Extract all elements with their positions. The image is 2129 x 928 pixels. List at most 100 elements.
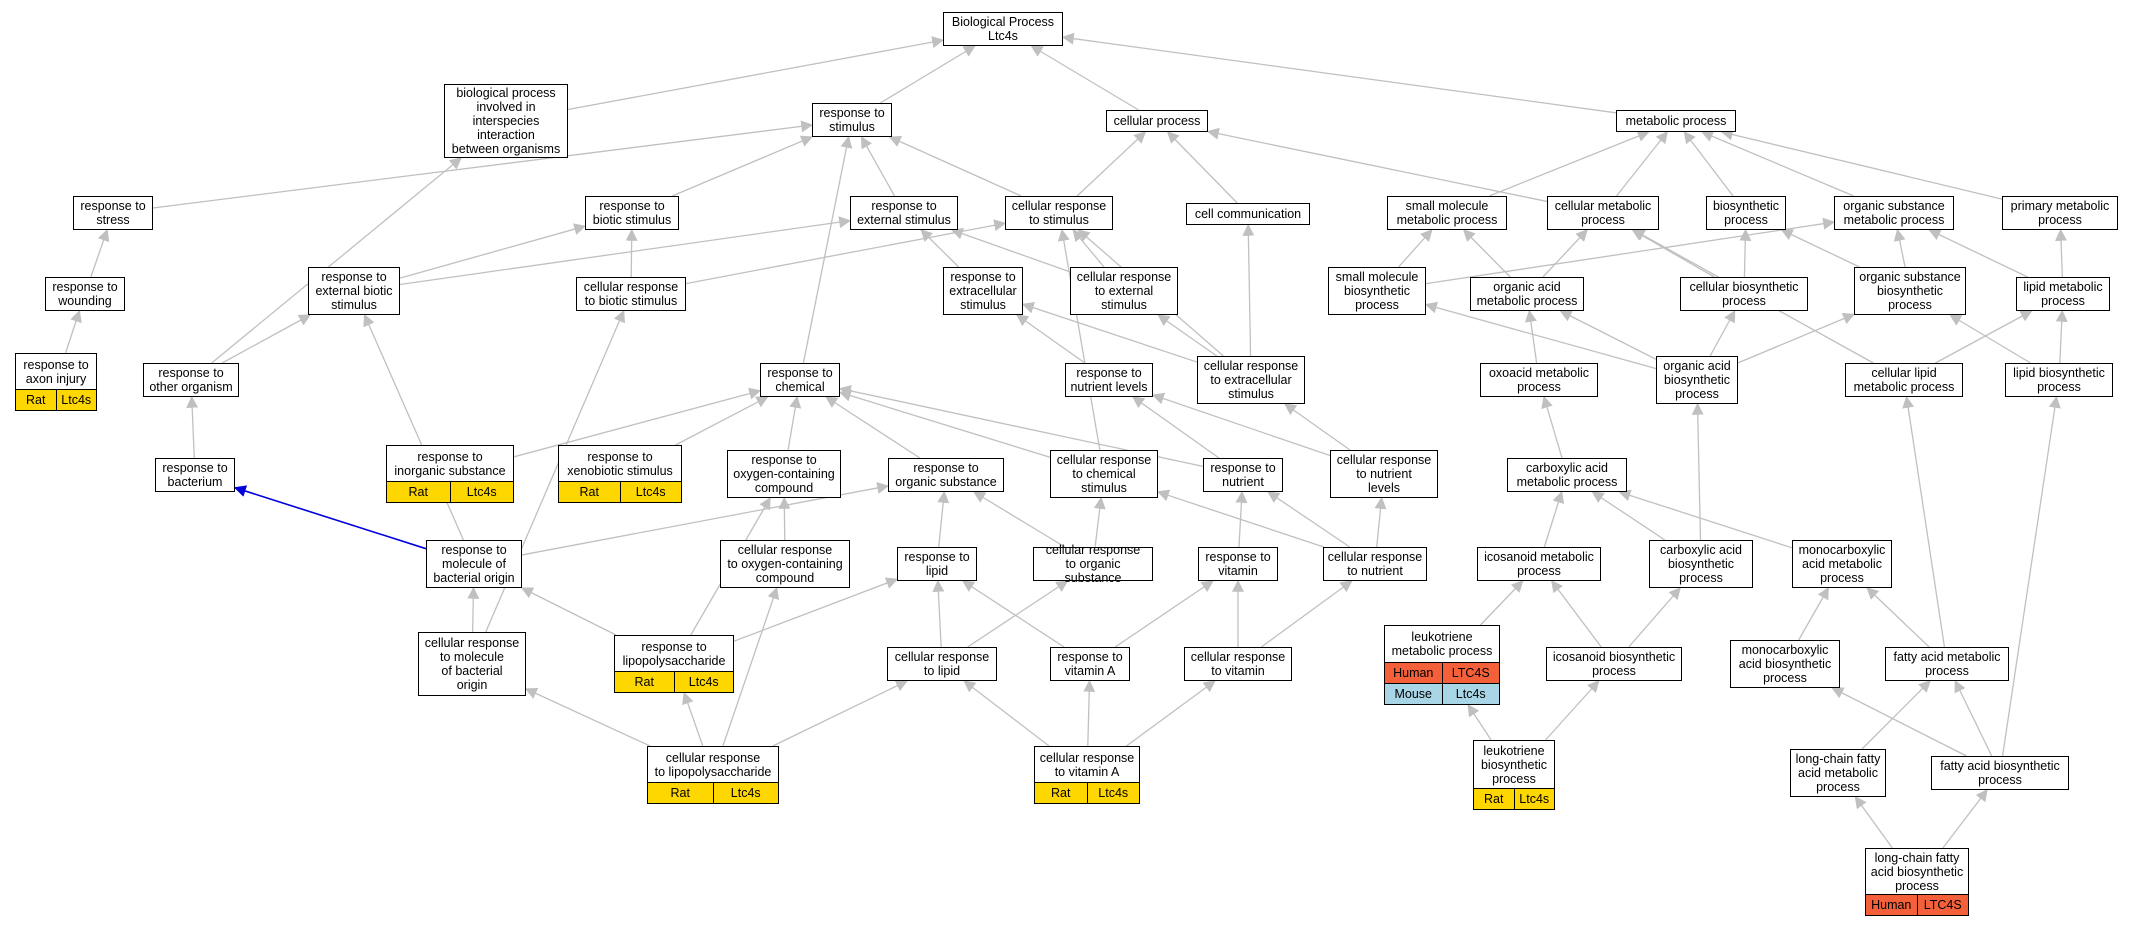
graph-edge — [1542, 229, 1588, 278]
go-term-node-cellular-metabolic-process[interactable]: cellular metabolic process — [1547, 196, 1659, 230]
go-term-node-cellular-response-to-chemical-stimulus[interactable]: cellular response to chemical stimulus — [1050, 450, 1158, 498]
go-term-node-cellular-response-to-vitamin[interactable]: cellular response to vitamin — [1184, 647, 1292, 681]
graph-edge — [1057, 228, 1101, 451]
gene-symbol-cell[interactable]: LTC4S — [1441, 663, 1499, 683]
go-term-node-response-to-vitamin[interactable]: response to vitamin — [1198, 547, 1278, 581]
go-term-node-cellular-response-to-organic-substance[interactable]: cellular response to organic substance — [1033, 543, 1153, 585]
gene-symbol-cell[interactable]: Ltc4s — [619, 482, 681, 502]
species-cell[interactable]: Rat — [1035, 783, 1087, 803]
species-cell[interactable]: Rat — [1474, 789, 1514, 809]
gene-symbol-cell[interactable]: Ltc4s — [1441, 684, 1499, 704]
species-cell[interactable]: Rat — [559, 482, 620, 502]
highlight-edge — [233, 485, 427, 550]
go-term-node-response-to-stress[interactable]: response to stress — [73, 196, 153, 230]
go-term-node-cellular-response-to-nutrient-levels[interactable]: cellular response to nutrient levels — [1330, 450, 1438, 498]
go-term-node-long-chain-fatty-acid-biosynthetic-process[interactable]: long-chain fatty acid biosynthetic proce… — [1865, 848, 1969, 916]
go-term-node-cellular-response-to-extracellular-stimulus[interactable]: cellular response to extracellular stimu… — [1197, 356, 1305, 404]
go-term-node-cellular-biosynthetic-process[interactable]: cellular biosynthetic process — [1680, 277, 1808, 311]
gene-symbol-cell[interactable]: Ltc4s — [55, 390, 96, 410]
go-term-node-organic-acid-biosynthetic-process[interactable]: organic acid biosynthetic process — [1656, 356, 1738, 404]
go-term-node-bp-interspecies[interactable]: biological process involved in interspec… — [444, 84, 568, 158]
graph-edge — [1114, 580, 1214, 648]
go-term-node-organic-substance-metabolic-process[interactable]: organic substance metabolic process — [1834, 196, 1954, 230]
go-term-node-response-to-molecule-of-bacterial-origin[interactable]: response to molecule of bacterial origin — [426, 540, 522, 588]
go-term-node-response-to-external-biotic-stimulus[interactable]: response to external biotic stimulus — [308, 267, 400, 315]
go-term-node-cellular-response-to-stimulus[interactable]: cellular response to stimulus — [1005, 196, 1113, 230]
species-cell[interactable]: Rat — [648, 783, 713, 803]
go-term-node-response-to-nutrient-levels[interactable]: response to nutrient levels — [1065, 363, 1153, 397]
go-term-node-monocarboxylic-acid-metabolic-process[interactable]: monocarboxylic acid metabolic process — [1792, 540, 1892, 588]
go-term-node-small-molecule-biosynthetic-process[interactable]: small molecule biosynthetic process — [1328, 267, 1426, 315]
go-term-node-cellular-response-to-biotic-stimulus[interactable]: cellular response to biotic stimulus — [576, 277, 686, 311]
gene-symbol-cell[interactable]: Ltc4s — [712, 783, 778, 803]
go-term-node-carboxylic-acid-biosynthetic-process[interactable]: carboxylic acid biosynthetic process — [1649, 540, 1753, 588]
go-term-node-response-to-oxygen-containing-compound[interactable]: response to oxygen-containing compound — [727, 450, 841, 498]
go-term-node-fatty-acid-metabolic-process[interactable]: fatty acid metabolic process — [1885, 647, 2009, 681]
gene-symbol-cell[interactable]: LTC4S — [1916, 895, 1968, 915]
go-term-node-response-to-bacterium[interactable]: response to bacterium — [155, 458, 235, 492]
go-term-node-cellular-process[interactable]: cellular process — [1106, 110, 1208, 132]
go-term-node-organic-acid-metabolic-process[interactable]: organic acid metabolic process — [1470, 277, 1584, 311]
graph-edge — [1709, 309, 1736, 357]
gene-symbol-cell[interactable]: Ltc4s — [673, 672, 733, 692]
go-term-node-cell-communication[interactable]: cell communication — [1186, 203, 1310, 225]
go-term-node-cellular-response-to-external-stimulus[interactable]: cellular response to external stimulus — [1070, 267, 1178, 315]
go-term-node-organic-substance-biosynthetic-process[interactable]: organic substance biosynthetic process — [1854, 267, 1966, 315]
go-term-node-monocarboxylic-acid-biosynthetic-process[interactable]: monocarboxylic acid biosynthetic process — [1730, 640, 1840, 688]
species-cell[interactable]: Rat — [16, 390, 56, 410]
graph-edge — [1935, 310, 2033, 364]
go-term-node-cellular-lipid-metabolic-process[interactable]: cellular lipid metabolic process — [1845, 363, 1963, 397]
go-term-text: response to chemical — [767, 366, 833, 394]
go-term-node-icosanoid-metabolic-process[interactable]: icosanoid metabolic process — [1477, 547, 1601, 581]
graph-edge — [1954, 679, 1993, 757]
go-term-node-response-to-stimulus[interactable]: response to stimulus — [812, 103, 892, 137]
go-term-node-response-to-chemical[interactable]: response to chemical — [760, 363, 840, 397]
gene-symbol-cell[interactable]: Ltc4s — [1086, 783, 1139, 803]
go-term-node-long-chain-fatty-acid-metabolic-process[interactable]: long-chain fatty acid metabolic process — [1790, 749, 1886, 797]
go-term-node-lipid-biosynthetic-process[interactable]: lipid biosynthetic process — [2005, 363, 2113, 397]
go-term-node-cellular-response-to-oxygen-containing-compound[interactable]: cellular response to oxygen-containing c… — [720, 540, 850, 588]
go-term-node-response-to-wounding[interactable]: response to wounding — [45, 277, 125, 311]
go-term-node-cellular-response-to-molecule-of-bacterial-origin[interactable]: cellular response to molecule of bacteri… — [418, 632, 526, 696]
species-cell[interactable]: Rat — [615, 672, 674, 692]
go-term-node-cellular-response-to-lipid[interactable]: cellular response to lipid — [887, 647, 997, 681]
go-term-node-response-to-other-organism[interactable]: response to other organism — [143, 363, 239, 397]
go-term-node-response-to-biotic-stimulus[interactable]: response to biotic stimulus — [585, 196, 679, 230]
go-term-node-primary-metabolic-process[interactable]: primary metabolic process — [2002, 196, 2118, 230]
go-term-node-icosanoid-biosynthetic-process[interactable]: icosanoid biosynthetic process — [1546, 647, 1682, 681]
go-term-node-carboxylic-acid-metabolic-process[interactable]: carboxylic acid metabolic process — [1507, 458, 1627, 492]
go-term-node-small-molecule-metabolic-process[interactable]: small molecule metabolic process — [1387, 196, 1507, 230]
go-term-node-lipid-metabolic-process[interactable]: lipid metabolic process — [2016, 277, 2110, 311]
graph-edge — [1683, 131, 1734, 197]
go-term-node-response-to-extracellular-stimulus[interactable]: response to extracellular stimulus — [943, 267, 1023, 315]
go-term-node-metabolic-process[interactable]: metabolic process — [1616, 110, 1736, 132]
go-term-node-response-to-lipid[interactable]: response to lipid — [897, 547, 977, 581]
gene-symbol-cell[interactable]: Ltc4s — [1513, 789, 1554, 809]
go-term-node-biosynthetic-process[interactable]: biosynthetic process — [1706, 196, 1786, 230]
go-term-node-fatty-acid-biosynthetic-process[interactable]: fatty acid biosynthetic process — [1931, 756, 2069, 790]
go-term-node-response-to-organic-substance[interactable]: response to organic substance — [888, 458, 1004, 492]
go-term-node-biological-process[interactable]: Biological Process Ltc4s — [943, 12, 1063, 46]
go-term-node-response-to-nutrient[interactable]: response to nutrient — [1203, 458, 1283, 492]
go-term-node-cellular-response-to-nutrient[interactable]: cellular response to nutrient — [1323, 547, 1427, 581]
species-cell[interactable]: Human — [1866, 895, 1917, 915]
gene-symbol-cell[interactable]: Ltc4s — [449, 482, 513, 502]
go-term-node-response-to-vitamin-a[interactable]: response to vitamin A — [1050, 647, 1130, 681]
species-cell[interactable]: Rat — [387, 482, 450, 502]
go-term-text: response to molecule of bacterial origin — [433, 543, 515, 585]
go-term-text: cellular biosynthetic process — [1689, 280, 1799, 308]
species-cell[interactable]: Human — [1385, 663, 1442, 683]
go-term-node-oxoacid-metabolic-process[interactable]: oxoacid metabolic process — [1480, 363, 1598, 397]
species-cell[interactable]: Mouse — [1385, 684, 1442, 704]
go-term-node-response-to-external-stimulus[interactable]: response to external stimulus — [850, 196, 958, 230]
